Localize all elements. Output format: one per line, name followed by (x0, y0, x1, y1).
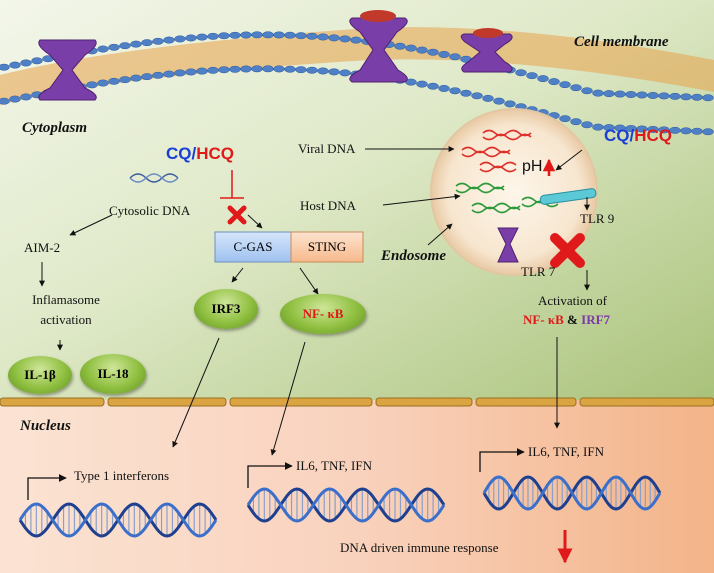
dna-helix-3 (482, 475, 662, 511)
promoter-arrow-3 (479, 448, 525, 472)
inflammasome-label: Inflamasome activation (18, 292, 114, 328)
cytokines-label-2: IL6, TNF, IFN (528, 444, 605, 459)
arrow-irf3-nucleus (172, 337, 220, 448)
inflammasome-line1: Inflamasome (32, 292, 100, 307)
arrow-nfkb-nucleus (270, 341, 306, 456)
membrane-receptor (349, 10, 408, 83)
host-dna-label: Host DNA (300, 198, 356, 213)
block-x-small (227, 205, 247, 225)
type1-interferons-label: Type 1 interferons (74, 468, 170, 483)
tlr7-receptor (497, 227, 519, 263)
cgas-label: C-GAS (233, 239, 273, 254)
cq-text: CQ (604, 126, 630, 145)
arrow-host-dna (382, 193, 461, 206)
il1b-label: IL-1β (24, 367, 56, 382)
activation-targets: NF- κB & IRF7 (523, 312, 610, 328)
activation-label: Activation of (538, 293, 607, 308)
cell-membrane (0, 27, 714, 136)
dna-helix-1 (18, 502, 218, 538)
il18-label: IL-18 (97, 366, 129, 381)
arrow-nfkb (299, 267, 319, 295)
arrow-aim2 (69, 214, 113, 236)
ph-label: pH (522, 158, 543, 175)
sting-label: STING (307, 239, 347, 254)
sting-box (290, 231, 364, 263)
immune-response-label: DNA driven immune response (340, 540, 499, 555)
slash-text: / (629, 126, 635, 145)
cq-hcq-label-right: CQ/HCQ (604, 126, 672, 146)
hcq-text: HCQ (634, 126, 673, 145)
nfkb-activation-text: NF- κB (523, 312, 564, 327)
irf3-label: IRF3 (211, 301, 241, 316)
arrow-irf3 (231, 267, 244, 283)
irf3-node: IRF3 (194, 289, 258, 329)
il18-node: IL-18 (80, 354, 146, 394)
cell-membrane-label: Cell membrane (574, 34, 669, 50)
arrow-endosome-label (427, 223, 453, 246)
arrow-cq-ph (555, 149, 583, 171)
viral-dna-label: Viral DNA (298, 141, 356, 156)
irf7-text: IRF7 (581, 312, 611, 327)
viral-dna-strands (461, 129, 532, 173)
nucleus-region (0, 400, 714, 573)
cytoplasm-label: Cytoplasm (22, 120, 88, 136)
slash-text: / (191, 144, 197, 163)
dna-helix-2 (246, 487, 446, 523)
promoter-arrow-1 (27, 474, 67, 500)
membrane-receptor (460, 28, 513, 73)
cq-text: CQ (166, 144, 192, 163)
nfkb-label: NF- κB (302, 306, 344, 321)
cytosolic-dna-icon (129, 173, 179, 183)
arrow-cgas (247, 214, 263, 229)
il1b-node: IL-1β (8, 356, 72, 394)
cq-hcq-label-left: CQ/HCQ (166, 144, 234, 164)
inflammasome-line2: activation (40, 312, 92, 327)
cytokines-label-1: IL6, TNF, IFN (296, 458, 373, 473)
aim2-label: AIM-2 (24, 240, 61, 255)
ampersand-text: & (563, 312, 582, 327)
block-x-large (550, 233, 585, 268)
tlr9-receptor (539, 188, 597, 205)
nucleus-label: Nucleus (20, 418, 71, 434)
membrane-receptor (38, 39, 97, 101)
nuclear-membrane (0, 397, 714, 407)
inhibition-symbol (220, 170, 244, 199)
cytosolic-dna-label: Cytosolic DNA (109, 203, 191, 218)
nfkb-node: NF- κB (280, 294, 366, 334)
promoter-arrow-2 (247, 462, 293, 488)
hcq-text: HCQ (196, 144, 235, 163)
endosome-label: Endosome (381, 248, 447, 264)
tlr7-label: TLR 7 (521, 264, 556, 279)
tlr9-label: TLR 9 (580, 211, 615, 226)
